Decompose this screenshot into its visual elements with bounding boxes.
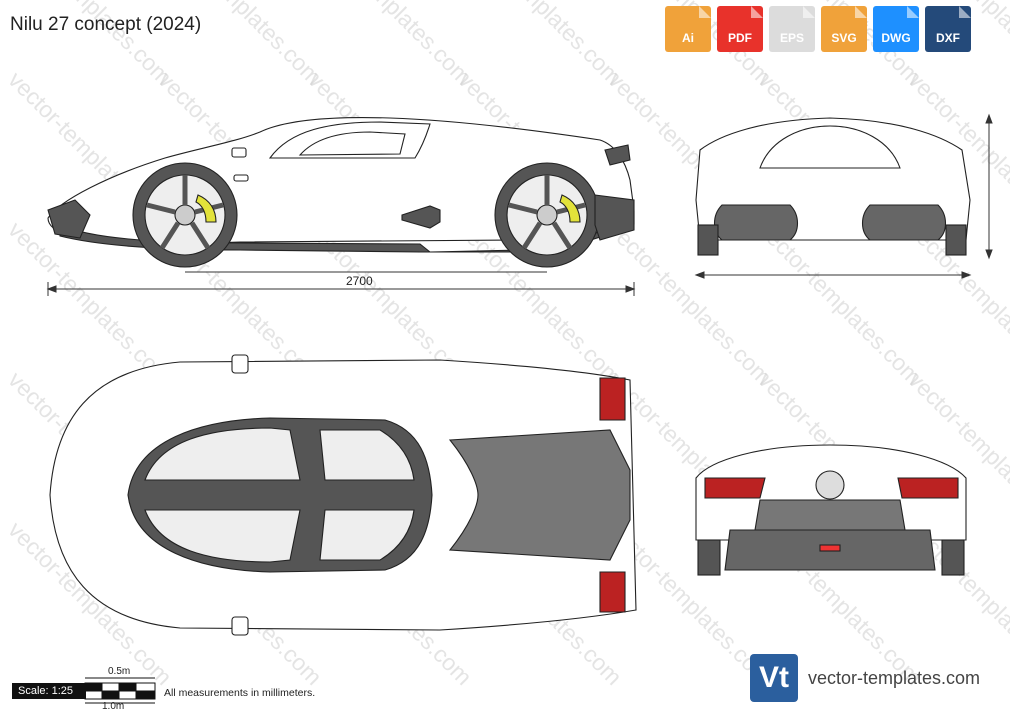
- eps-file-icon[interactable]: EPS: [769, 6, 815, 52]
- brand-url[interactable]: vector-templates.com: [808, 668, 981, 688]
- format-label: DXF: [936, 31, 960, 45]
- scale-bar: [84, 677, 156, 704]
- top-left-mirror-icon: [231, 354, 249, 374]
- side-rear-wing: [604, 144, 631, 166]
- rear-diffuser: [594, 194, 635, 241]
- dwg-file-icon[interactable]: DWG: [873, 6, 919, 52]
- front-right-intake: [861, 204, 947, 241]
- rear-brake-light: [819, 544, 841, 552]
- scale-half-meter: 0.5m: [108, 666, 131, 677]
- front-brake-caliper: [195, 194, 217, 223]
- top-view: [49, 354, 637, 636]
- rear-exhaust: [815, 470, 845, 500]
- pdf-file-icon[interactable]: PDF: [717, 6, 763, 52]
- side-view: [47, 116, 635, 268]
- rear-wheel: [494, 162, 600, 268]
- measurement-note: All measurements in millimeters.: [164, 687, 316, 699]
- ai-file-icon[interactable]: Ai: [665, 6, 711, 52]
- front-left-intake: [713, 204, 799, 241]
- side-intake: [401, 205, 441, 229]
- front-right-tire: [945, 224, 967, 256]
- top-engine-bay: [448, 429, 631, 561]
- front-windshield: [759, 125, 901, 169]
- scale-label: Scale: 1:25: [12, 683, 86, 699]
- front-left-tire: [697, 224, 719, 256]
- top-canopy-rear-right: [319, 509, 415, 561]
- top-left-taillight: [599, 377, 626, 421]
- top-canopy-rear-left: [319, 429, 415, 481]
- rear-brake-caliper: [559, 194, 581, 223]
- format-label: DWG: [881, 31, 911, 45]
- front-dimensions: [694, 113, 993, 279]
- top-right-taillight: [599, 571, 626, 613]
- svg-file-icon[interactable]: SVG: [821, 6, 867, 52]
- format-label: PDF: [728, 31, 752, 45]
- top-right-mirror-icon: [231, 616, 249, 636]
- rear-right-light: [897, 477, 959, 499]
- top-canopy-right: [144, 509, 301, 563]
- side-front-nose: [47, 199, 91, 239]
- dxf-file-icon[interactable]: DXF: [925, 6, 971, 52]
- side-window-rear: [298, 131, 406, 156]
- rear-engine-area: [754, 499, 906, 531]
- rear-left-light: [704, 477, 766, 499]
- front-view: [695, 117, 971, 256]
- format-icons: Ai PDF EPS SVG DWG DXF: [665, 6, 971, 52]
- page-title: Nilu 27 concept (2024): [10, 14, 202, 35]
- side-mirror-icon: [231, 147, 247, 158]
- rear-left-tire: [697, 539, 721, 576]
- rear-right-tire: [941, 539, 965, 576]
- scale-one-meter: 1.0m: [102, 701, 125, 712]
- rear-view: [695, 444, 967, 576]
- wheelbase-dimension: 2700: [346, 274, 373, 288]
- format-label: EPS: [779, 31, 804, 45]
- side-door-handle: [233, 174, 249, 182]
- top-canopy-left: [144, 427, 301, 481]
- format-label: SVG: [831, 31, 857, 45]
- front-wheel: [132, 162, 238, 268]
- format-label: Ai: [682, 31, 694, 45]
- brand-logo[interactable]: Vt: [750, 654, 798, 702]
- side-dimensions: [46, 271, 636, 296]
